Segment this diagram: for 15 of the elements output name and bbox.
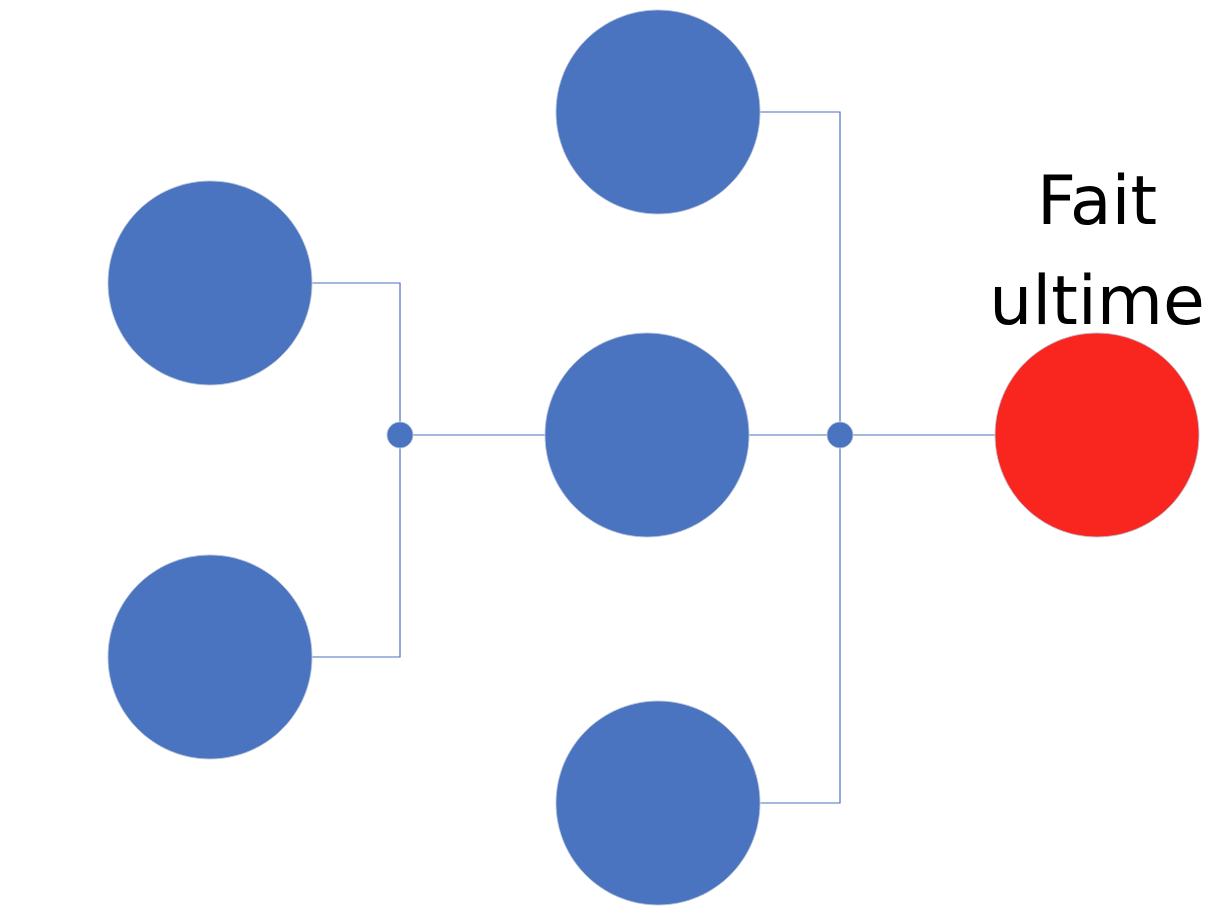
connector-line bbox=[311, 282, 401, 423]
connector-line bbox=[759, 111, 841, 423]
circle bbox=[107, 180, 313, 386]
connector-line bbox=[748, 434, 828, 436]
connector-line bbox=[311, 447, 401, 658]
circle bbox=[544, 332, 750, 538]
junction-dot bbox=[386, 421, 414, 449]
circle bbox=[107, 554, 313, 760]
circle bbox=[555, 700, 761, 906]
connector-line bbox=[852, 434, 996, 436]
junction-dot bbox=[826, 421, 854, 449]
connector-line bbox=[412, 434, 546, 436]
node-label: Fait ultime bbox=[994, 172, 1202, 326]
connector-line bbox=[759, 447, 841, 804]
circle bbox=[555, 9, 761, 215]
